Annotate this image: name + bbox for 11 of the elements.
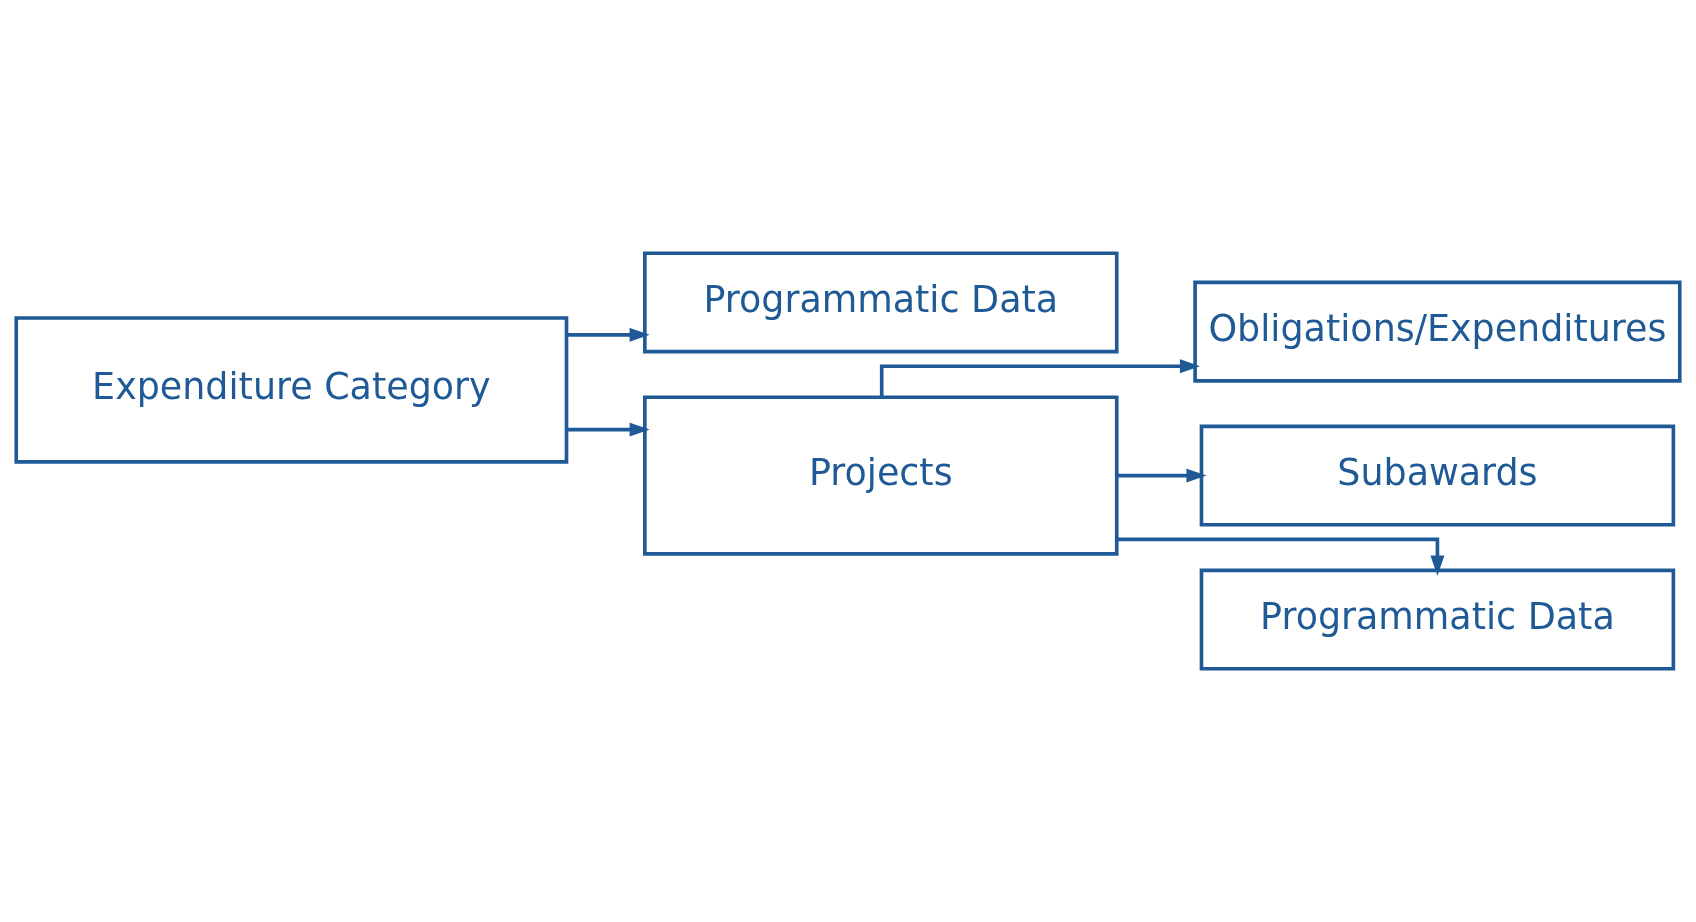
- arrow: [567, 422, 650, 437]
- node-box: Obligations/Expenditures: [1193, 280, 1682, 383]
- node-box: Programmatic Data: [643, 251, 1119, 354]
- node-box: Projects: [643, 395, 1119, 556]
- arrow: [567, 327, 650, 342]
- arrow: [879, 359, 1200, 397]
- node-box: Programmatic Data: [1199, 568, 1676, 671]
- node-box: Expenditure Category: [14, 316, 569, 464]
- node-box: Subawards: [1199, 424, 1676, 527]
- arrow: [1116, 468, 1207, 483]
- arrow: [1116, 537, 1445, 576]
